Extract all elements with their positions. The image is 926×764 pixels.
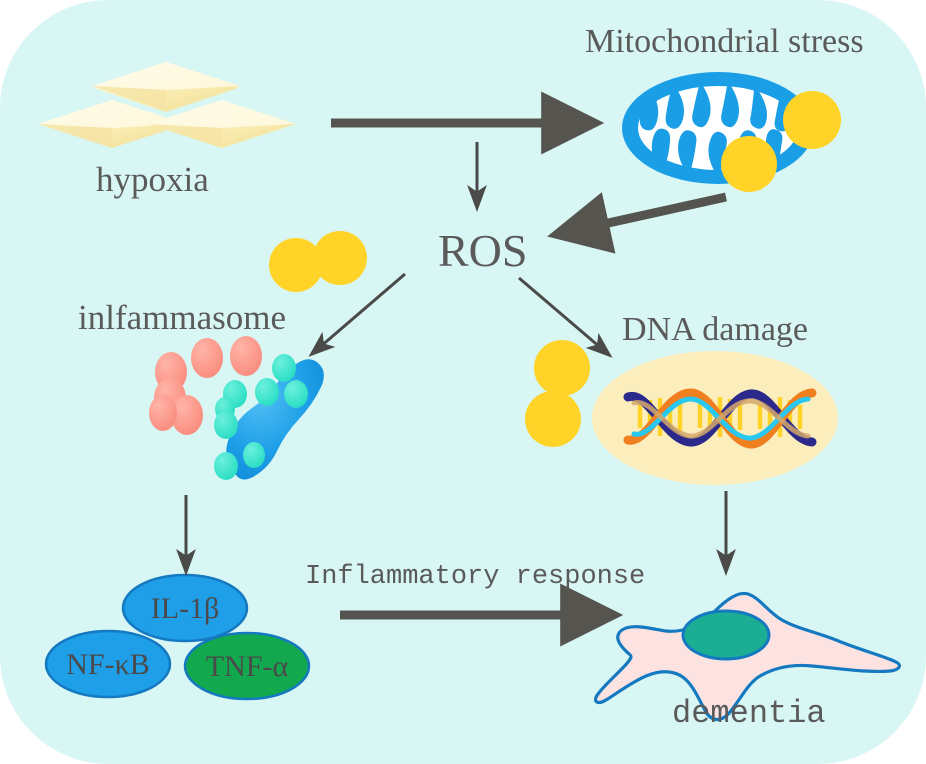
inflammasome-icon <box>149 231 367 480</box>
label-hypoxia: hypoxia <box>96 160 209 199</box>
ros-particle <box>525 391 581 447</box>
arrow-ros-to-inflammasome <box>308 272 406 357</box>
ros-particle <box>534 340 590 396</box>
mitochondrion-icon <box>622 72 841 192</box>
teal-vesicles <box>214 354 308 480</box>
label-ros: ROS <box>438 225 528 276</box>
label-dementia: dementia <box>672 695 826 732</box>
label-inflammasome: inlfammasome <box>78 298 287 337</box>
label-inflammatory-response: Inflammatory response <box>305 562 646 592</box>
cytokine-oval-il1b <box>121 573 249 643</box>
dementia-cell-icon <box>594 591 901 722</box>
label-dna-damage: DNA damage <box>622 311 809 348</box>
hypoxia-diamond-icon <box>38 62 296 148</box>
cytokine-oval-nfkb <box>44 629 172 699</box>
dna-helix-icon <box>525 340 838 485</box>
red-vesicles <box>149 336 262 435</box>
arrow-mitochondria-to-ros <box>547 192 727 254</box>
cytokine-group <box>44 573 311 701</box>
cytokine-oval-tnfa <box>183 631 311 701</box>
label-mitochondrial-stress: Mitochondrial stress <box>585 23 864 60</box>
arrow-ros-to-dna <box>518 276 613 358</box>
ros-particle <box>269 238 323 292</box>
arrow-layer <box>176 91 736 647</box>
ros-particle <box>313 231 367 285</box>
